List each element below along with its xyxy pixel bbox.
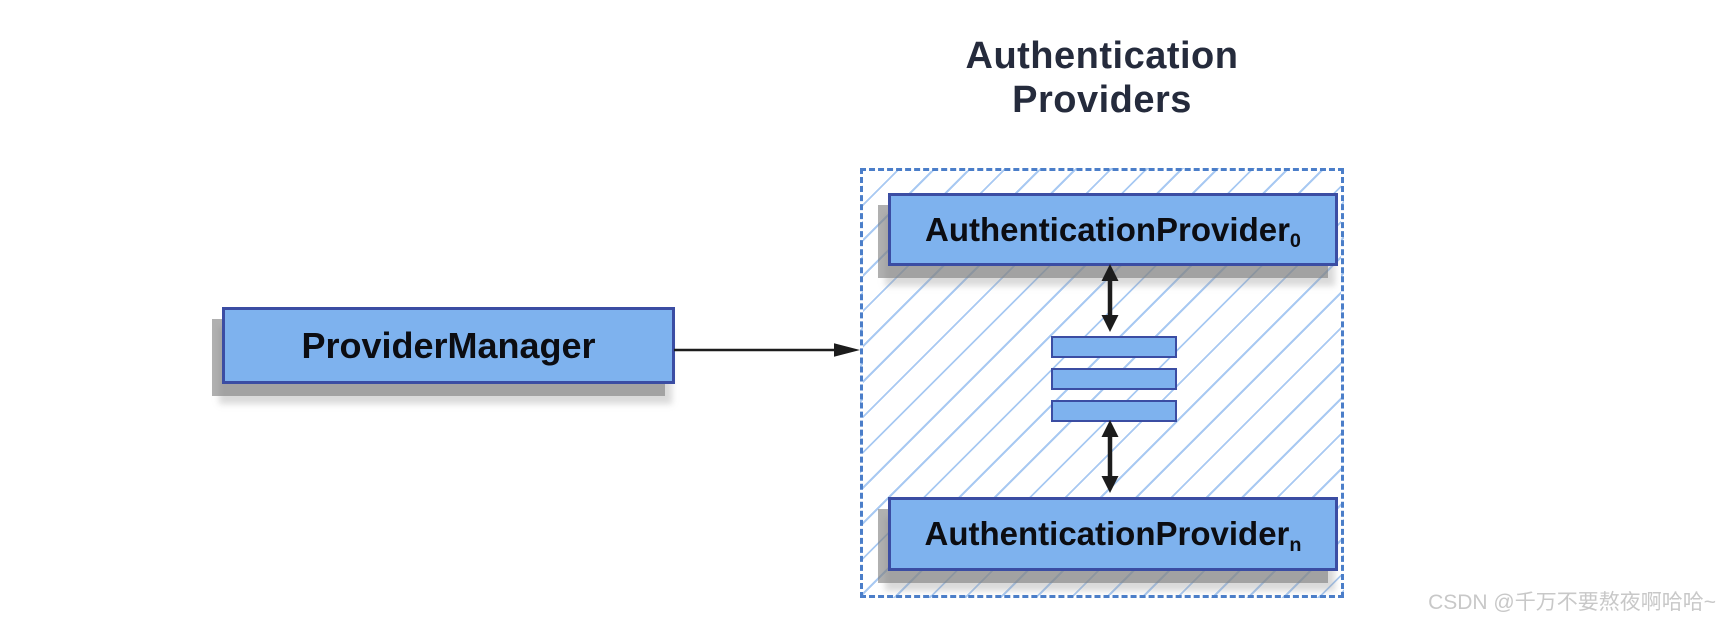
diagram-title: Authentication Providers — [860, 34, 1344, 122]
double-arrow-icon — [1101, 420, 1119, 493]
title-line-1: Authentication — [965, 35, 1239, 77]
provider-stack-bar — [1051, 368, 1177, 390]
provider-manager-label: ProviderManager — [301, 324, 596, 366]
subscript-0: 0 — [1289, 229, 1301, 252]
double-arrow-icon — [1101, 264, 1119, 332]
subscript-n: n — [1289, 534, 1302, 557]
authentication-provider-n-label: AuthenticationProvidern — [924, 515, 1302, 557]
right-arrow-icon — [674, 343, 860, 357]
provider-stack-bar — [1051, 400, 1177, 422]
authentication-provider-n-box: AuthenticationProvidern — [888, 497, 1338, 571]
provider-stack — [1051, 336, 1177, 432]
authentication-provider-0-box: AuthenticationProvider0 — [888, 193, 1338, 266]
provider-stack-bar — [1051, 336, 1177, 358]
provider-manager-box: ProviderManager — [222, 307, 675, 384]
authentication-providers-group: AuthenticationProvider0 AuthenticationPr… — [860, 168, 1344, 598]
authentication-provider-0-label: AuthenticationProvider0 — [925, 210, 1301, 252]
title-line-2: Providers — [1012, 79, 1192, 121]
watermark-text: CSDN @千万不要熬夜啊哈哈~ — [1428, 591, 1716, 614]
